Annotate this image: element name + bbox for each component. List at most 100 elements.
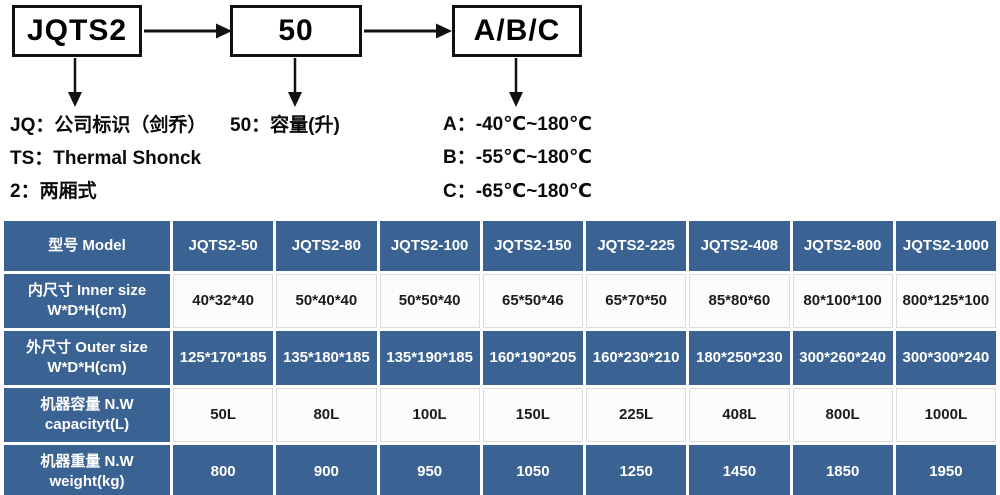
- table-cell-r3-c7-text: 1950: [929, 463, 963, 480]
- table-cell-r0-c1: 50*40*40: [276, 274, 377, 328]
- table-cell-r2-c5: 408L: [689, 388, 790, 442]
- table-cell-r3-c1-text: 900: [313, 463, 339, 480]
- table-header-col-3-text: JQTS2-150: [494, 237, 572, 254]
- table-cell-r0-c3: 65*50*46: [482, 274, 583, 328]
- table-cell-r1-c6: 300*260*240: [792, 331, 893, 385]
- table-cell-r2-c0-text: 50L: [210, 406, 237, 423]
- table-cell-r2-c0: 50L: [173, 388, 274, 442]
- table-cell-r0-c0: 40*32*40: [173, 274, 274, 328]
- table-cell-r2-c7: 1000L: [895, 388, 996, 442]
- table-cell-r1-c5: 180*250*230: [689, 331, 790, 385]
- table-header-col-5-text: JQTS2-408: [700, 237, 779, 254]
- table-cell-r0-c4-text: 65*70*50: [605, 292, 667, 309]
- table-header-col-6: JQTS2-800: [792, 221, 893, 271]
- table-header-col-4: JQTS2-225: [586, 221, 687, 271]
- table-cell-r3-c6: 1850: [792, 445, 893, 495]
- table-cell-r2-c3-text: 150L: [515, 406, 550, 423]
- table-header-col-2-text: JQTS2-100: [390, 237, 469, 254]
- arrow-right-1: [144, 23, 232, 39]
- table-cell-r1-c2-text: 135*190*185: [386, 349, 473, 366]
- row-label-3-text: 机器重量 N.W: [40, 453, 134, 470]
- table-cell-r2-c2: 100L: [379, 388, 480, 442]
- table-cell-r3-c0-text: 800: [210, 463, 236, 480]
- table-cell-r3-c3: 1050: [482, 445, 583, 495]
- table-cell-r1-c4-text: 160*230*210: [592, 349, 680, 366]
- table-cell-r0-c2: 50*50*40: [379, 274, 480, 328]
- note-50-meaning: 50：容量(升): [230, 115, 340, 136]
- table-cell-r3-c4-text: 1250: [619, 463, 653, 480]
- row-label-3: 机器重量 N.W weight(kg): [4, 445, 170, 495]
- table-cell-r2-c1-text: 80L: [313, 406, 340, 423]
- table-header-col-6-text: JQTS2-800: [803, 237, 882, 254]
- table-cell-r3-c1: 900: [276, 445, 377, 495]
- table-cell-r1-c7: 300*300*240: [895, 331, 996, 385]
- table-cell-r3-c2: 950: [379, 445, 480, 495]
- table-header-col-1: JQTS2-80: [276, 221, 377, 271]
- table-cell-r2-c6: 800L: [792, 388, 893, 442]
- row-label-2-text: 机器容量 N.W: [40, 396, 134, 413]
- table-cell-r3-c6-text: 1850: [825, 463, 860, 480]
- table-cell-r3-c0: 800: [173, 445, 274, 495]
- table-cell-r3-c4: 1250: [586, 445, 687, 495]
- row-label-1-text: W*D*H(cm): [47, 359, 127, 376]
- table-cell-r0-c7-text: 800*125*100: [902, 292, 990, 309]
- table-cell-r2-c3: 150L: [482, 388, 583, 442]
- table-cell-r1-c3-text: 160*190*205: [489, 349, 577, 366]
- row-label-3-text: weight(kg): [49, 473, 125, 490]
- table-cell-r0-c3-text: 65*50*46: [502, 292, 564, 309]
- row-label-0-text: 内尺寸 Inner size: [27, 282, 147, 299]
- table-cell-r0-c1-text: 50*40*40: [295, 292, 358, 309]
- table-cell-r2-c4: 225L: [586, 388, 687, 442]
- table-cell-r3-c7: 1950: [895, 445, 996, 495]
- table-cell-r0-c7: 800*125*100: [895, 274, 996, 328]
- table-cell-r0-c4: 65*70*50: [586, 274, 687, 328]
- capacity-code-label: 50: [278, 14, 314, 47]
- table-header-col-5: JQTS2-408: [689, 221, 790, 271]
- table-cell-r1-c0-text: 125*170*185: [179, 349, 267, 366]
- temp-grade-label: A/B/C: [473, 14, 561, 47]
- table-cell-r1-c2: 135*190*185: [379, 331, 480, 385]
- table-header-model-text: 型号 Model: [48, 237, 126, 254]
- note-grade-b: B：-55℃~180℃: [443, 147, 592, 168]
- model-prefix-label: JQTS2: [26, 14, 128, 47]
- table-cell-r3-c3-text: 1050: [516, 463, 550, 480]
- note-jq-meaning: JQ：公司标识（剑乔）: [10, 115, 207, 136]
- table-cell-r0-c0-text: 40*32*40: [192, 292, 254, 309]
- table-header-col-3: JQTS2-150: [482, 221, 583, 271]
- table-cell-r0-c6: 80*100*100: [792, 274, 893, 328]
- model-prefix-box: JQTS2: [12, 5, 142, 57]
- table-cell-r2-c7-text: 1000L: [924, 406, 968, 423]
- table-cell-r1-c5-text: 180*250*230: [695, 349, 783, 366]
- table-cell-r2-c2-text: 100L: [412, 406, 447, 423]
- table-cell-r3-c5-text: 1450: [722, 463, 757, 480]
- note-ts-meaning: TS：Thermal Shonck: [10, 148, 202, 169]
- table-cell-r2-c1: 80L: [276, 388, 377, 442]
- row-label-1-text: 外尺寸 Outer size: [26, 339, 148, 356]
- table-cell-r0-c2-text: 50*50*40: [398, 292, 461, 309]
- temp-grade-box: A/B/C: [452, 5, 582, 57]
- table-header-col-2: JQTS2-100: [379, 221, 480, 271]
- table-cell-r1-c3: 160*190*205: [482, 331, 583, 385]
- table-cell-r2-c5-text: 408L: [722, 406, 757, 423]
- table-cell-r0-c5: 85*80*60: [689, 274, 790, 328]
- row-label-0-text: W*D*H(cm): [47, 302, 127, 319]
- table-cell-r2-c6-text: 800L: [825, 406, 860, 423]
- table-cell-r0-c6-text: 80*100*100: [803, 292, 882, 309]
- table-header-col-1-text: JQTS2-80: [291, 237, 361, 254]
- table-header-col-4-text: JQTS2-225: [597, 237, 675, 254]
- table-cell-r2-c4-text: 225L: [619, 406, 654, 423]
- table-cell-r3-c5: 1450: [689, 445, 790, 495]
- table-cell-r0-c5-text: 85*80*60: [708, 292, 771, 309]
- table-header-col-7: JQTS2-1000: [895, 221, 996, 271]
- table-cell-r3-c2-text: 950: [417, 463, 443, 480]
- table-cell-r1-c1: 135*180*185: [276, 331, 377, 385]
- table-header-col-7-text: JQTS2-1000: [902, 237, 989, 254]
- note-grade-c: C：-65℃~180℃: [443, 181, 592, 202]
- note-grade-a: A：-40℃~180℃: [443, 114, 592, 135]
- table-header-col-0-text: JQTS2-50: [188, 237, 258, 254]
- table-cell-r1-c4: 160*230*210: [586, 331, 687, 385]
